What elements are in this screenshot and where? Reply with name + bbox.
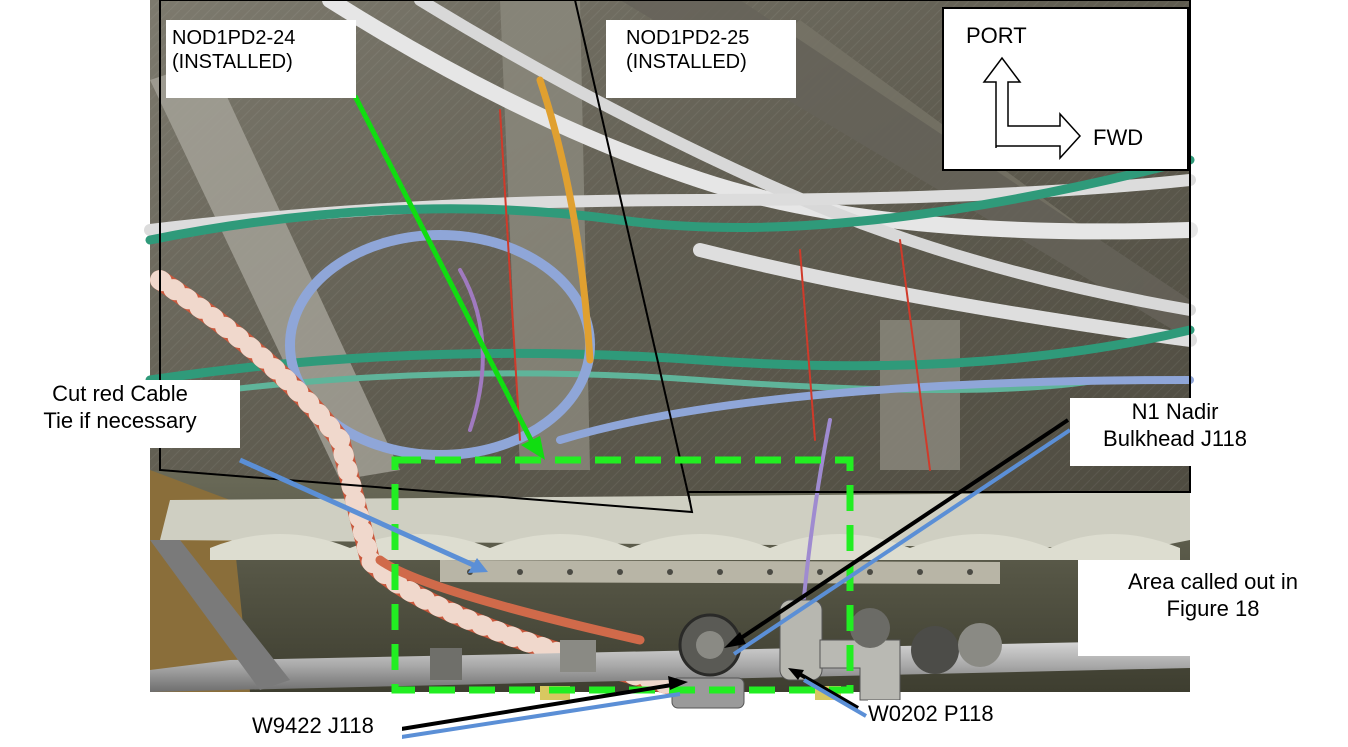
panel-seam bbox=[574, 0, 691, 503]
panel-24-label: NOD1PD2-24 (INSTALLED) bbox=[166, 20, 356, 98]
compass-fwd-label: FWD bbox=[1093, 125, 1144, 150]
w9422-leader-blue bbox=[394, 692, 681, 740]
w0202-leader-blue bbox=[802, 678, 868, 718]
cable-tie-leader bbox=[238, 457, 482, 571]
n1-nadir-label: N1 Nadir Bulkhead J118 bbox=[1070, 398, 1280, 466]
w9422-label: W9422 J118 bbox=[252, 712, 402, 742]
cut-cable-tie-label: Cut red Cable Tie if necessary bbox=[0, 380, 240, 448]
w0202-leader-black bbox=[794, 670, 860, 710]
n1-nadir-leader-black bbox=[730, 418, 1070, 646]
panel-outlines bbox=[159, 0, 1191, 514]
cable-bundles bbox=[144, 0, 1198, 700]
area-callout-label: Area called out in Figure 18 bbox=[1078, 560, 1348, 656]
leader-lines bbox=[238, 418, 1072, 740]
w9422-leader-black bbox=[394, 682, 679, 732]
n1-nadir-leader-blue bbox=[732, 428, 1072, 656]
hardware bbox=[150, 540, 1190, 709]
compass-box bbox=[942, 7, 1189, 171]
port-fwd-compass-icon bbox=[982, 56, 1082, 160]
green-arrow bbox=[352, 94, 545, 460]
compass-port-label: PORT bbox=[966, 23, 1027, 48]
w0202-label: W0202 P118 bbox=[868, 700, 1028, 730]
panel-25-label: NOD1PD2-25 (INSTALLED) bbox=[606, 20, 796, 98]
